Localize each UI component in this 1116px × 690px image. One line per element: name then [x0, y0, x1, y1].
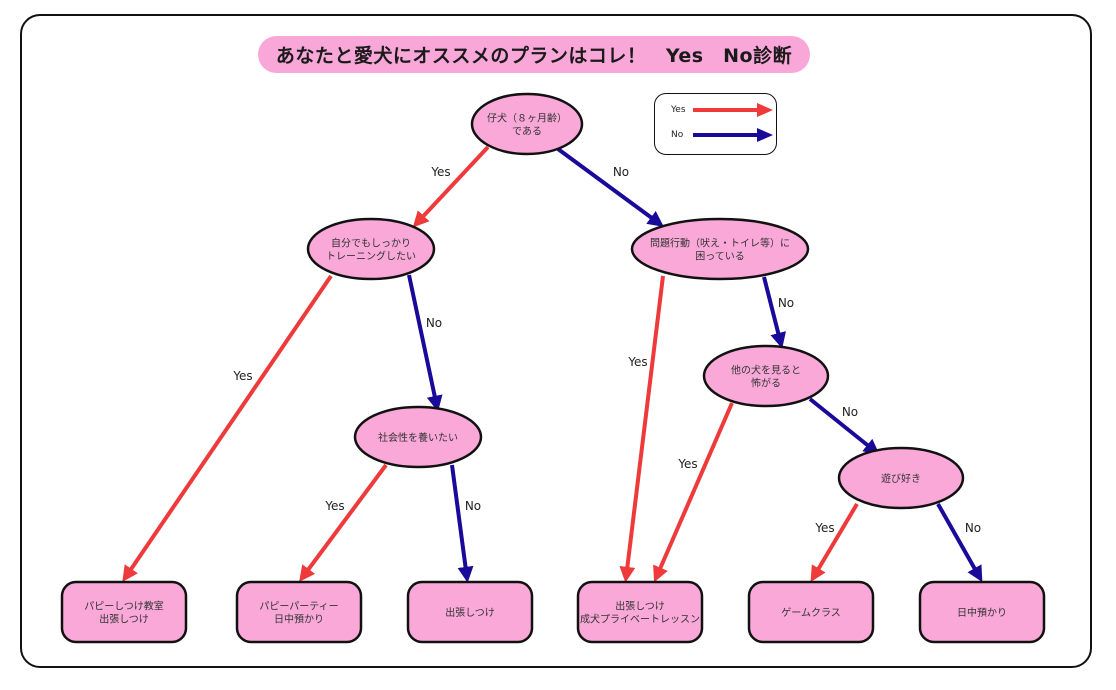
result-node-r6: 日中預かり: [918, 580, 1046, 644]
edge-q1-q3-no: [556, 147, 664, 227]
diagram-title: あなたと愛犬にオススメのプランはコレ！ Yes No診断: [258, 36, 810, 73]
edge-label-yes: Yes: [814, 521, 834, 535]
question-ellipse: [702, 344, 830, 408]
result-box: [918, 580, 1046, 644]
legend-yes-label: Yes: [671, 105, 686, 115]
question-ellipse: [470, 92, 584, 156]
edge-q1-q2-yes: [412, 145, 490, 228]
node-text-line: ゲームクラス: [781, 607, 841, 619]
legend: Yes No: [654, 93, 777, 155]
node-text-line: 仔犬（８ヶ月齢）: [487, 112, 567, 125]
legend-yes-arrow: [693, 103, 773, 117]
edge-q6-r5-yes: [810, 502, 859, 583]
edge-q4-r3-no: [450, 464, 474, 583]
question-ellipse: [353, 405, 483, 469]
edge-q3-r4-yes: [619, 275, 665, 583]
question-node-q1: 仔犬（８ヶ月齢）である: [470, 92, 584, 156]
node-text-line: 出張しつけ: [615, 600, 664, 613]
node-text-line: 自分でもしっかり: [331, 237, 411, 250]
result-box: [576, 580, 704, 644]
edge-label-yes: Yes: [324, 499, 344, 513]
edge-q2-q4-no: [407, 274, 443, 412]
edge-label-no: No: [778, 296, 794, 310]
node-text-line: 出張しつけ: [99, 613, 148, 626]
edge-q4-r2-yes: [299, 463, 388, 582]
edge-q5-r4-yes: [653, 402, 734, 583]
edge-q5-q6-no: [808, 397, 880, 456]
node-text-line: 日中預かり: [957, 606, 1007, 619]
question-ellipse: [306, 217, 436, 281]
node-text-line: パピーしつけ教室: [84, 600, 163, 613]
result-node-r5: ゲームクラス: [747, 580, 875, 644]
node-text-line: 遊び好き: [881, 472, 921, 485]
edge-label-yes: Yes: [627, 355, 647, 369]
edge-label-yes: Yes: [232, 369, 252, 383]
edge-label-no: No: [465, 499, 481, 513]
question-ellipse: [837, 446, 965, 510]
question-ellipse: [630, 217, 810, 281]
edge-label-no: No: [965, 521, 981, 535]
result-node-r3: 出張しつけ: [406, 580, 534, 644]
edge-label-yes: Yes: [677, 457, 697, 471]
node-text-line: 困っている: [695, 251, 745, 263]
node-text-line: パピーパーティー: [259, 601, 338, 613]
question-node-q6: 遊び好き: [837, 446, 965, 510]
result-box: [235, 580, 363, 644]
legend-no-arrow: [693, 128, 773, 142]
edge-q3-q5-no: [762, 276, 786, 349]
edge-label-no: No: [426, 316, 442, 330]
result-box: [406, 580, 534, 644]
edge-label-no: No: [842, 405, 858, 419]
edge-label-yes: Yes: [430, 165, 450, 179]
node-text-line: 日中預かり: [274, 613, 324, 626]
result-box: [60, 580, 188, 644]
result-box: [747, 580, 875, 644]
node-text-line: 怖がる: [751, 377, 781, 390]
question-node-q4: 社会性を養いたい: [353, 405, 483, 469]
node-text-line: である: [512, 126, 542, 138]
legend-no-label: No: [671, 130, 684, 140]
edge-q2-r1-yes: [122, 274, 333, 582]
edge-label-no: No: [613, 165, 629, 179]
node-text-line: 出張しつけ: [445, 606, 494, 619]
edge-q6-r6-no: [936, 503, 983, 583]
node-text-line: 問題行動（吠え・トイレ等）に: [650, 237, 790, 250]
node-text-line: トレーニングしたい: [326, 250, 416, 263]
node-text-line: 成犬プライベートレッスン: [580, 613, 700, 626]
node-text-line: 社会性を養いたい: [378, 431, 458, 444]
node-text-line: 他の犬を見ると: [731, 364, 801, 377]
